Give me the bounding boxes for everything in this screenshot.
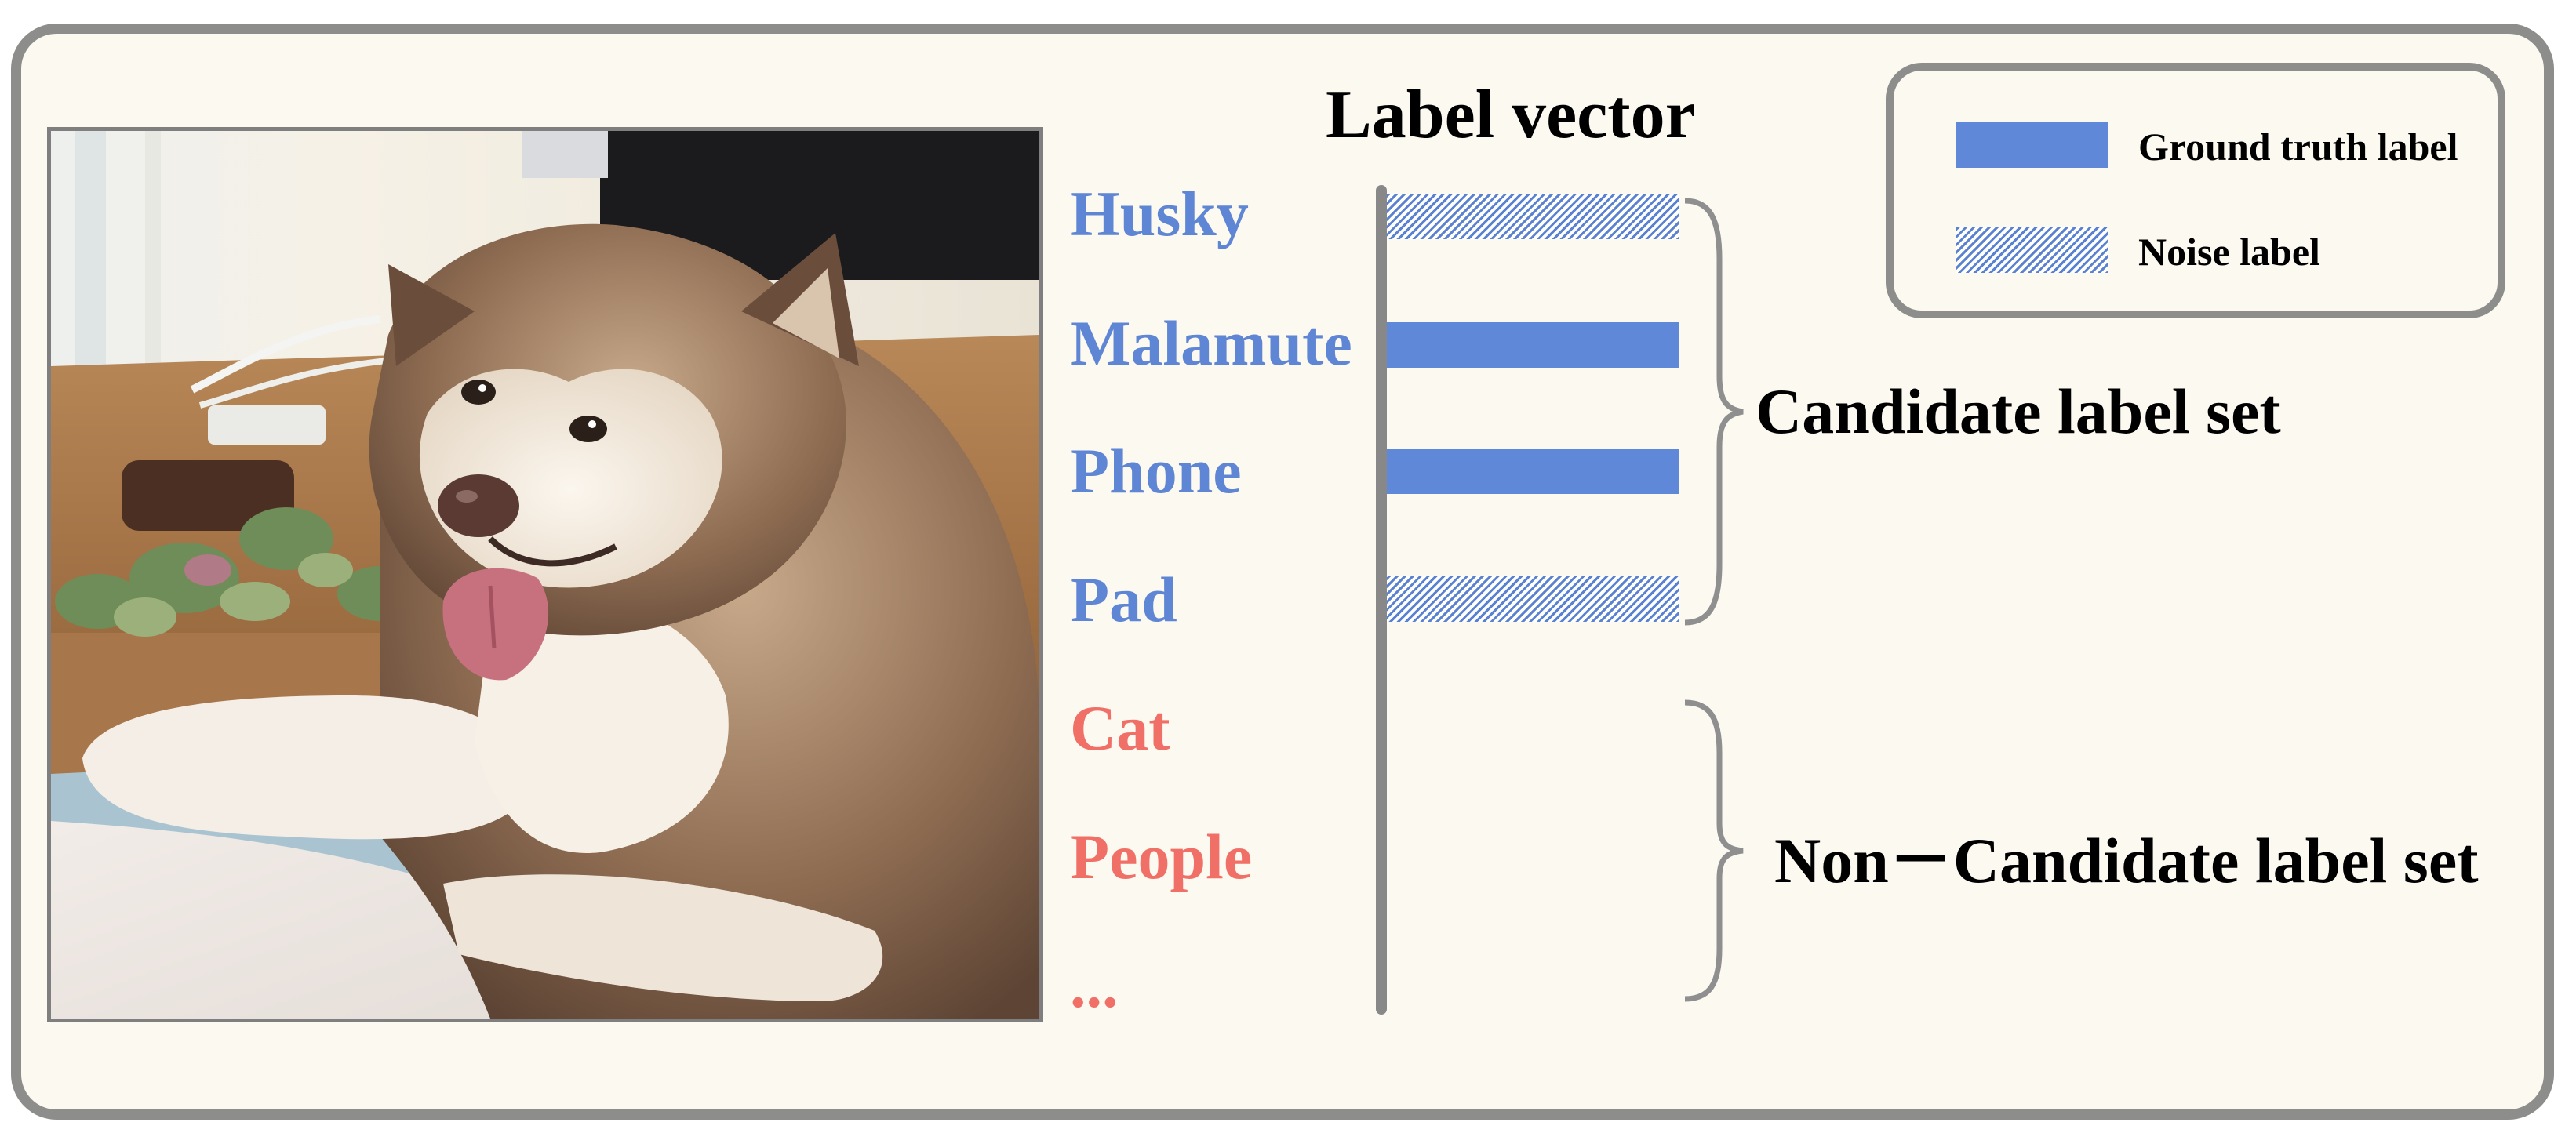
label-ellipsis: ... bbox=[1070, 950, 1119, 1021]
bar-malamute bbox=[1387, 322, 1679, 368]
dog-photo-icon bbox=[51, 131, 1039, 1019]
label-cat: Cat bbox=[1070, 692, 1170, 764]
bar-husky bbox=[1387, 194, 1679, 239]
label-people: People bbox=[1070, 821, 1253, 892]
bar-phone bbox=[1387, 449, 1679, 494]
legend-noise-swatch bbox=[1956, 227, 2108, 273]
label-husky: Husky bbox=[1070, 178, 1249, 249]
non-candidate-brace bbox=[1684, 699, 1744, 1002]
dog-photo bbox=[47, 127, 1043, 1022]
label-phone: Phone bbox=[1070, 435, 1242, 507]
legend: Ground truth label Noise label bbox=[1886, 63, 2505, 318]
label-vector-axis bbox=[1376, 185, 1387, 1015]
legend-noise-label: Noise label bbox=[2138, 230, 2320, 274]
candidate-set-title: Candidate label set bbox=[1756, 376, 2281, 447]
non-candidate-set-title: Non－Candidate label set bbox=[1774, 825, 2479, 896]
chart-title: Label vector bbox=[1326, 77, 1696, 153]
bar-pad bbox=[1387, 576, 1679, 622]
legend-ground-truth-label: Ground truth label bbox=[2138, 125, 2458, 169]
legend-ground-truth-swatch bbox=[1956, 122, 2108, 168]
label-malamute: Malamute bbox=[1070, 307, 1352, 379]
candidate-brace bbox=[1684, 198, 1744, 626]
label-pad: Pad bbox=[1070, 564, 1177, 635]
